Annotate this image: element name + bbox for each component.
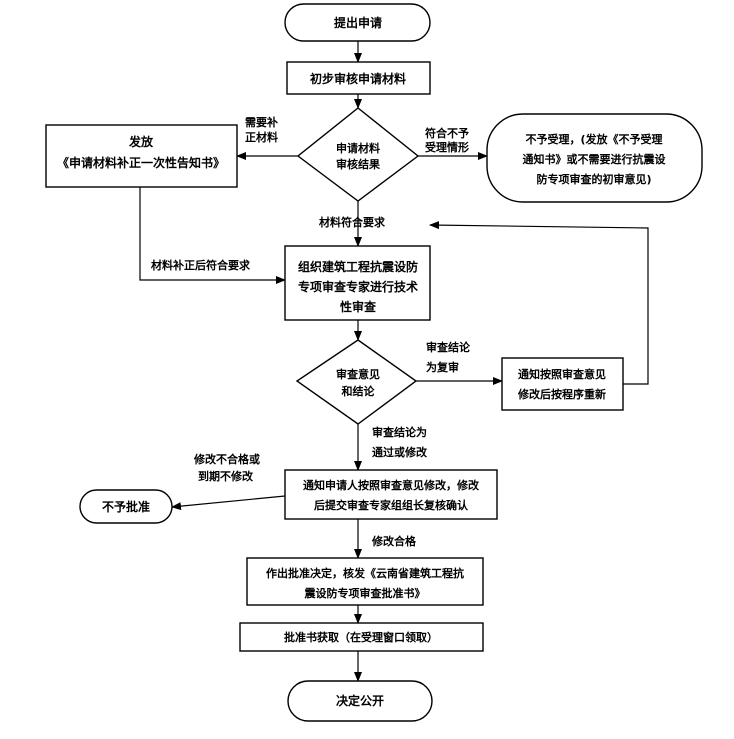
label-revise-ok: 修改合格: [371, 534, 417, 548]
label-review-recheck-line2: 为复审: [426, 360, 459, 374]
issue-notice-line2: 《申请材料补正一次性告知书》: [57, 155, 225, 170]
label-need-correction-line1: 需要补: [245, 115, 278, 129]
notify-applicant-line2: 后提交审查专家组组长复核确认: [314, 498, 469, 512]
edge-labels: 需要补 正材料 符合不予 受理情形 材料符合要求 材料补正后符合要求 审查结论 …: [151, 115, 471, 548]
label-revise-fail-line1: 修改不合格或: [193, 452, 260, 466]
decision1-label-line2: 审核结果: [336, 157, 380, 171]
not-approved-node: 不予批准: [79, 489, 173, 524]
collect-label: 批准书获取（在受理窗口领取）: [284, 630, 438, 644]
decision2-label-line2: 和结论: [342, 384, 376, 398]
notify-applicant-line1: 通知申请人按照审查意见修改，修改: [303, 478, 480, 492]
notify-revise-box: [501, 357, 624, 411]
start-terminator: [284, 3, 431, 42]
expert-review-node: 组织建筑工程抗震设防 专项审查专家进行技术 性审查: [284, 245, 431, 321]
start-label: 提出申请: [334, 15, 382, 30]
reject-node: 不予受理，(发放《不予受理 通知书》或不需要进行抗震设 防专项审查的初审意见): [486, 113, 703, 203]
expert-review-box: [284, 245, 431, 321]
prelim-review-label: 初步审核申请材料: [310, 71, 406, 86]
expert-review-line2: 专项审查专家进行技术: [298, 279, 418, 294]
decision1-diamond: [296, 107, 420, 202]
expert-review-line3: 性审查: [339, 299, 377, 314]
decision1-node: 申请材料 审核结果: [296, 107, 420, 202]
prelim-review-box: [286, 61, 431, 95]
approve-node: 作出批准决定，核发《云南省建筑工程抗 震设防专项审查批准书》: [246, 557, 484, 606]
edge-notify-revise-loop: [429, 221, 649, 385]
issue-notice-box: [45, 124, 238, 188]
label-meets-requirements: 材料符合要求: [319, 215, 386, 229]
notify-applicant-node: 通知申请人按照审查意见修改，修改 后提交审查专家组组长复核确认: [284, 469, 498, 520]
approve-box: [246, 557, 484, 606]
edge-notify-applicant-to-not-approved: [171, 495, 286, 511]
notify-revise-line2: 修改后按程序重新: [517, 387, 606, 401]
label-need-correction-line2: 正材料: [245, 130, 278, 144]
label-not-eligible-line1: 符合不予: [425, 126, 469, 140]
publish-terminator: [287, 680, 433, 722]
notify-applicant-box: [284, 469, 498, 520]
label-not-eligible-line2: 受理情形: [425, 140, 469, 154]
start-node: 提出申请: [284, 3, 431, 42]
reject-rounded-box: [486, 113, 703, 203]
notify-revise-node: 通知按照审查意见 修改后按程序重新: [501, 357, 624, 411]
notify-revise-line1: 通知按照审查意见: [518, 367, 606, 381]
label-revise-fail-line2: 到期不修改: [198, 469, 254, 483]
prelim-review-node: 初步审核申请材料: [286, 61, 431, 95]
expert-review-line1: 组织建筑工程抗震设防: [298, 259, 418, 274]
reject-line1: 不予受理，(发放《不予受理: [525, 132, 662, 146]
publish-node: 决定公开: [287, 680, 433, 722]
label-review-pass-line2: 通过或修改: [372, 445, 428, 459]
edge-issue-notice-to-review: [139, 187, 286, 284]
label-review-recheck-line1: 审查结论: [426, 340, 471, 354]
approve-line2: 震设防专项审查批准书》: [304, 586, 426, 600]
label-review-pass-line1: 审查结论为: [372, 425, 427, 439]
not-approved-label: 不予批准: [102, 499, 150, 514]
decision1-label-line1: 申请材料: [336, 141, 380, 155]
decision2-diamond: [295, 339, 418, 425]
publish-label: 决定公开: [336, 693, 384, 708]
collect-box: [239, 622, 484, 652]
approve-line1: 作出批准决定，核发《云南省建筑工程抗: [266, 566, 464, 580]
collect-node: 批准书获取（在受理窗口领取）: [239, 622, 484, 652]
not-approved-terminator: [79, 489, 173, 524]
decision2-label-line1: 审查意见: [336, 367, 380, 381]
label-corrected-ok: 材料补正后符合要求: [151, 258, 251, 272]
decision2-node: 审查意见 和结论: [295, 339, 418, 425]
reject-line3: 防专项审查的初审意见): [536, 172, 651, 186]
issue-notice-node: 发放 《申请材料补正一次性告知书》: [45, 124, 238, 188]
issue-notice-line1: 发放: [128, 134, 154, 149]
reject-line2: 通知书》或不需要进行抗震设: [523, 152, 667, 166]
connectors: [139, 41, 649, 682]
